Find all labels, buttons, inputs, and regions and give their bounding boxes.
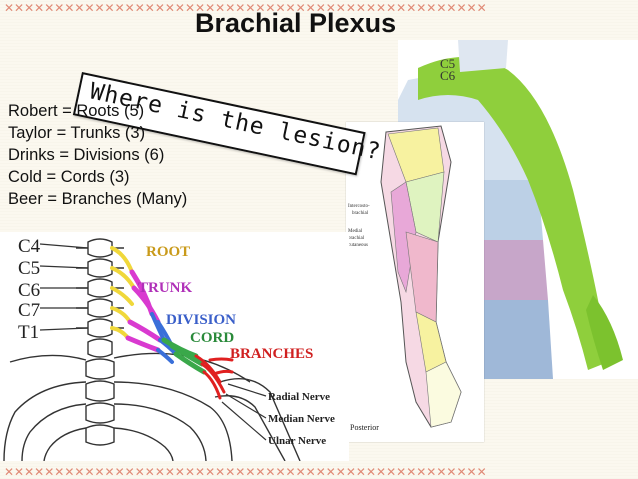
back-label-c6: C6: [440, 68, 456, 83]
vertebra-label-c7: C7: [18, 300, 40, 321]
arm-dermatome-figure: Intercosto- brachial Medial brachial cut…: [346, 122, 484, 442]
mnemonic-roots: Robert = Roots (5): [8, 102, 145, 120]
svg-text:brachial: brachial: [352, 211, 369, 216]
vertebra-label-c5: C5: [18, 258, 40, 279]
plexus-diagram: C4 C5 C6 C7 T1: [0, 232, 349, 461]
nerve-label-radial: Radial Nerve: [268, 391, 330, 403]
vertebra-label-t1: T1: [18, 322, 39, 343]
svg-text:brachial: brachial: [348, 236, 365, 241]
arm-caption-posterior: Posterior: [350, 423, 379, 432]
plexus-label-division: DIVISION: [166, 312, 236, 328]
decor-marks-top: ✕✕✕✕✕✕✕✕✕✕✕✕✕✕✕✕✕✕✕✕✕✕✕✕✕✕✕✕✕✕✕✕✕✕✕✕✕✕✕✕…: [4, 1, 487, 15]
svg-text:cutaneous: cutaneous: [348, 243, 368, 248]
plexus-label-root: ROOT: [146, 244, 190, 260]
decor-marks-bottom: ✕✕✕✕✕✕✕✕✕✕✕✕✕✕✕✕✕✕✕✕✕✕✕✕✕✕✕✕✕✕✕✕✕✕✕✕✕✕✕✕…: [4, 465, 487, 479]
svg-text:Intercosto-: Intercosto-: [348, 204, 370, 209]
svg-text:Medial: Medial: [348, 229, 363, 234]
nerve-label-median: Median Nerve: [268, 413, 335, 425]
mnemonic-branches: Beer = Branches (Many): [8, 190, 188, 208]
back-label-c5: C5: [440, 56, 455, 71]
mnemonic-cords: Cold = Cords (3): [8, 168, 130, 186]
plexus-label-branches: BRANCHES: [230, 346, 313, 362]
plexus-label-cord: CORD: [190, 330, 234, 346]
nerve-label-ulnar: Ulnar Nerve: [268, 435, 326, 447]
vertebra-label-c6: C6: [18, 280, 40, 301]
slide-title: Brachial Plexus: [195, 8, 397, 38]
plexus-label-trunk: TRUNK: [138, 280, 193, 296]
mnemonic-trunks: Taylor = Trunks (3): [8, 124, 146, 142]
mnemonic-divisions: Drinks = Divisions (6): [8, 146, 165, 164]
mnemonic-list: Robert = Roots (5) Taylor = Trunks (3) D…: [8, 100, 187, 210]
vertebra-label-c4: C4: [18, 236, 41, 257]
